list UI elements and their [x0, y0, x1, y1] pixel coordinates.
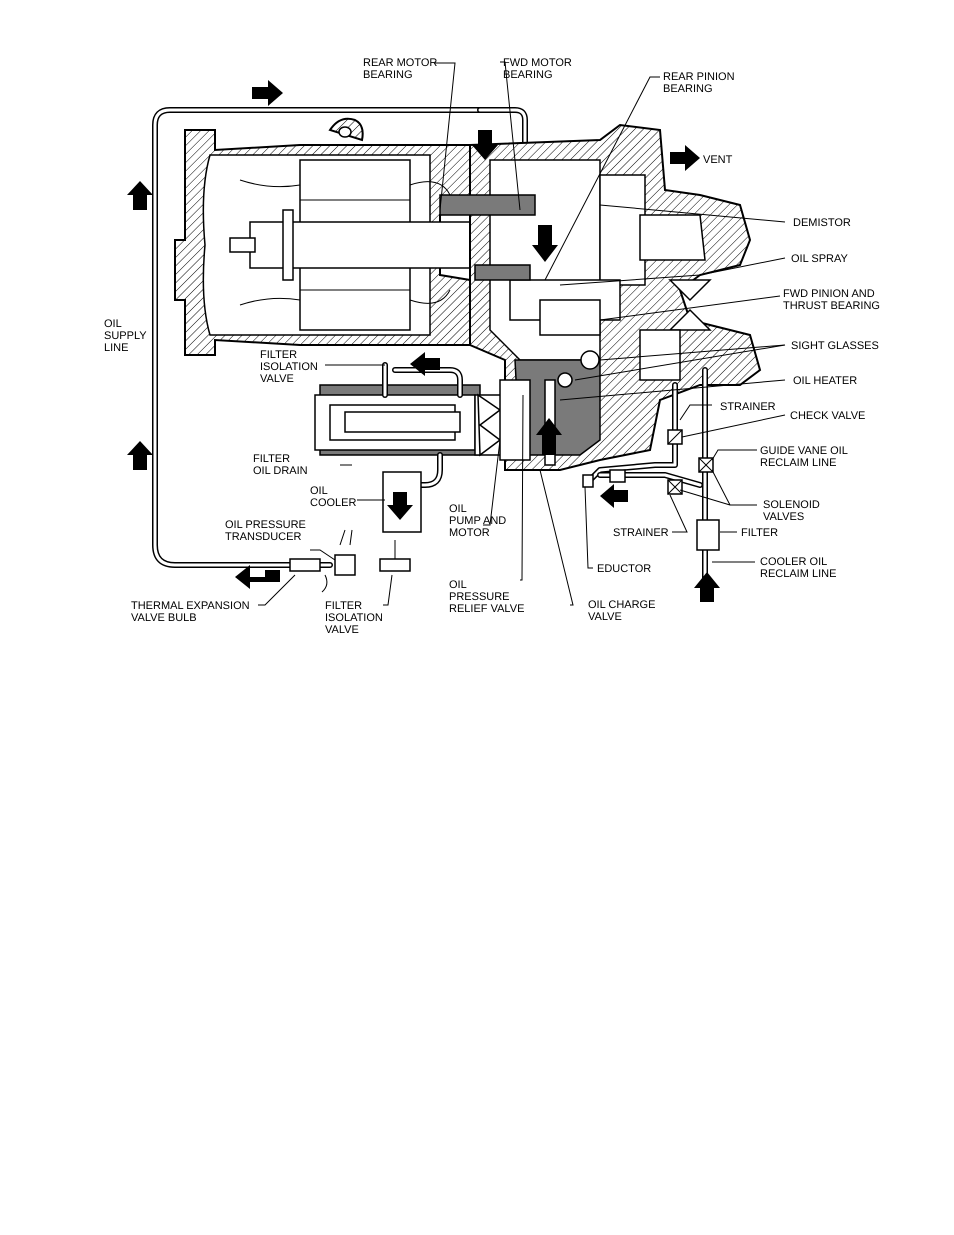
- sight-glass-icon: [580, 350, 600, 370]
- label-fwd-motor-bearing: FWD MOTOR BEARING: [503, 57, 575, 81]
- reclaim-lines: [557, 350, 720, 593]
- label-solenoid-valves: SOLENOID VALVES: [763, 499, 823, 523]
- label-strainer-lower: STRAINER: [613, 527, 669, 539]
- sight-glass-icon: [557, 372, 573, 388]
- flow-arrows: [127, 80, 720, 602]
- flow-arrow-icon: [387, 492, 413, 520]
- flow-arrow-icon: [532, 225, 558, 262]
- flow-arrow-icon: [410, 352, 440, 376]
- label-eductor: EDUCTOR: [597, 563, 651, 575]
- flow-arrow-icon: [472, 130, 498, 160]
- oil-supply-line-pipe: [152, 107, 543, 568]
- label-oil-pressure-relief-valve: OIL PRESSURE RELIEF VALVE: [449, 579, 524, 615]
- oil-cooler: [382, 471, 422, 566]
- label-oil-charge-valve: OIL CHARGE VALVE: [588, 599, 659, 623]
- flow-arrow-icon: [536, 418, 562, 455]
- label-check-valve: CHECK VALVE: [790, 410, 865, 422]
- label-rear-pinion-bearing: REAR PINION BEARING: [663, 71, 738, 95]
- label-oil-pump-and-motor: OIL PUMP AND MOTOR: [449, 503, 509, 539]
- cooler-piping: [382, 362, 463, 503]
- label-thermal-expansion-valve-bulb: THERMAL EXPANSION VALVE BULB: [131, 600, 253, 624]
- label-filter: FILTER: [741, 527, 778, 539]
- flow-arrow-icon: [600, 484, 628, 508]
- leader-lines: [258, 61, 786, 606]
- labels: REAR MOTOR BEARING FWD MOTOR BEARING REA…: [104, 57, 880, 636]
- label-rear-motor-bearing: REAR MOTOR BEARING: [363, 57, 440, 81]
- supply-line-fittings: [289, 529, 411, 593]
- flow-arrow-icon: [252, 80, 283, 106]
- label-sight-glasses: SIGHT GLASSES: [791, 340, 879, 352]
- flow-arrow-icon: [127, 181, 153, 210]
- label-strainer-upper: STRAINER: [720, 401, 776, 413]
- label-oil-heater: OIL HEATER: [793, 375, 857, 387]
- label-oil-spray: OIL SPRAY: [791, 253, 849, 265]
- label-guide-vane-oil-reclaim-line: GUIDE VANE OIL RECLAIM LINE: [760, 445, 850, 469]
- label-filter-oil-drain: FILTER OIL DRAIN: [253, 453, 308, 477]
- flow-arrow-icon: [127, 441, 153, 470]
- label-filter-isolation-valve-lower: FILTER ISOLATION VALVE: [325, 600, 386, 636]
- flow-arrow-icon: [670, 145, 700, 171]
- flow-arrow-icon: [694, 572, 720, 602]
- oil-filter-assembly: [314, 393, 506, 457]
- label-demistor: DEMISTOR: [793, 217, 851, 229]
- label-fwd-pinion-thrust-bearing: FWD PINION AND THRUST BEARING: [783, 288, 880, 312]
- label-oil-pressure-transducer: OIL PRESSURE TRANSDUCER: [225, 519, 309, 543]
- label-oil-supply-line: OIL SUPPLY LINE: [104, 318, 149, 354]
- label-cooler-oil-reclaim-line: COOLER OIL RECLAIM LINE: [760, 556, 836, 580]
- label-vent: VENT: [703, 154, 733, 166]
- label-oil-cooler: OIL COOLER: [310, 485, 357, 509]
- motor-housing: [174, 117, 541, 356]
- flow-arrow-icon: [235, 565, 280, 589]
- label-filter-isolation-valve-upper: FILTER ISOLATION VALVE: [260, 349, 321, 385]
